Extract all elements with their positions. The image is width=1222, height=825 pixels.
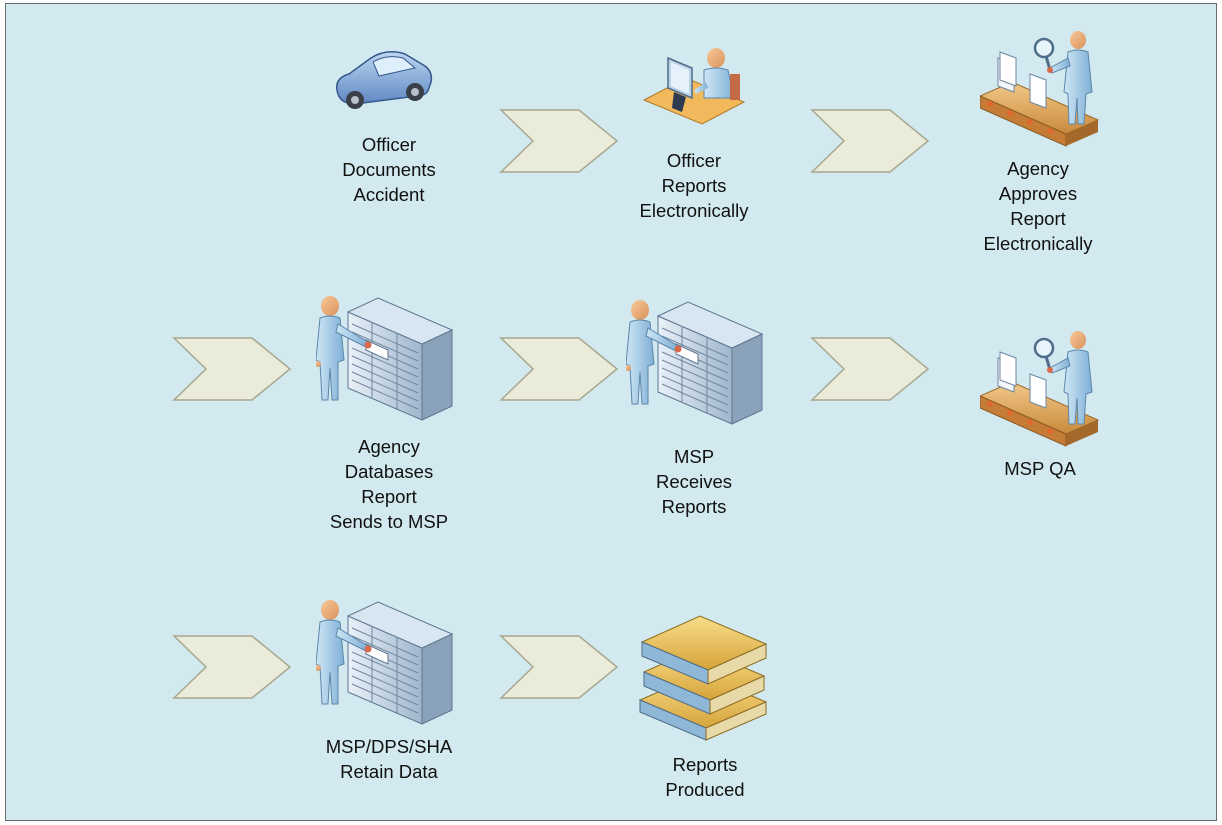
person-at-computer-icon (642, 40, 746, 131)
flow-arrow (170, 332, 294, 406)
flow-arrow (808, 104, 932, 178)
step-label-reports-produced: Reports Produced (665, 754, 745, 800)
stacked-books-icon (636, 604, 770, 749)
person-server-rack-icon (624, 294, 766, 433)
step-label-msp-receives-reports: MSP Receives Reports (655, 446, 733, 517)
inspector-conveyor-icon (978, 28, 1102, 155)
flow-arrow (497, 630, 621, 704)
person-server-rack-icon (314, 594, 456, 733)
flow-arrow (170, 630, 294, 704)
car-icon (331, 38, 435, 123)
step-label-msp-qa: MSP QA (1004, 458, 1076, 479)
flow-arrow (808, 332, 932, 406)
flow-arrow (497, 332, 621, 406)
inspector-conveyor-icon (978, 328, 1102, 455)
step-label-officer-reports-electronically: Officer Reports Electronically (639, 150, 749, 221)
step-label-agency-databases-report-sends-to-msp: Agency Databases Report Sends to MSP (329, 436, 449, 532)
step-label-msp-dps-sha-retain-data: MSP/DPS/SHA Retain Data (325, 736, 453, 782)
person-server-rack-icon (314, 290, 456, 429)
step-label-agency-approves-report-electronically: Agency Approves Report Electronically (983, 158, 1093, 254)
step-label-officer-documents-accident: Officer Documents Accident (342, 134, 436, 205)
